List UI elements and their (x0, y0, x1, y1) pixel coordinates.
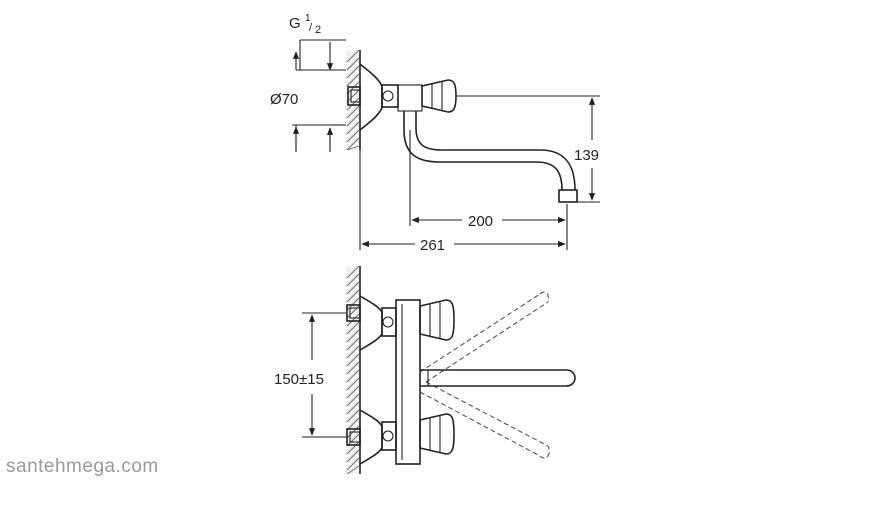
side-view: G 1 / 2 Ø70 139 200 (270, 13, 600, 254)
wall-hatch-line (346, 337, 360, 351)
reach-inner-label: 200 (468, 213, 493, 230)
svg-text:/: / (309, 22, 313, 34)
wall-hatch-line (346, 329, 360, 343)
wall-hatch-line (346, 49, 360, 63)
wall-hatch-line (346, 417, 360, 431)
wall-hatch-line (346, 409, 360, 423)
wall-hatch-line (346, 377, 360, 391)
wall-hatch-line (346, 385, 360, 399)
mixer-body (395, 299, 421, 465)
wall-hatch-line (346, 65, 360, 79)
spout-swing-down (419, 381, 550, 459)
wall-hatch-line (346, 89, 360, 103)
wall-hatch-line (346, 361, 360, 375)
wall-hatch-line (346, 449, 360, 463)
spacing-label: 150±15 (274, 371, 324, 388)
wall-hatch-line (346, 113, 360, 127)
rosette (359, 63, 383, 131)
wall-hatch-line (346, 401, 360, 415)
reach-outer-dimension: 261 (359, 150, 566, 254)
wall-hatch-line (346, 121, 360, 135)
handle (421, 79, 457, 113)
lower-valve (346, 409, 455, 465)
wall-hatch-line (346, 289, 360, 303)
wall-hatch-line (346, 313, 360, 327)
wall-hatch-line (346, 465, 360, 475)
spout-front (420, 369, 576, 387)
thread-dimension: G 1 / 2 (289, 13, 346, 152)
thread-numerator: 1 (305, 13, 311, 24)
thread-label: G (289, 15, 301, 32)
wall-hatch-line (346, 145, 360, 151)
wall-hatch-line (346, 265, 360, 279)
wall-hatch-line (346, 129, 360, 143)
wall-hatch-line (346, 369, 360, 383)
front-view: 150±15 (274, 265, 576, 475)
wall-hatch-line (346, 105, 360, 119)
wall-hatch-line (346, 393, 360, 407)
wall-hatch-line (346, 457, 360, 471)
watermark: santehmega.com (6, 456, 159, 477)
reach-outer-label: 261 (420, 237, 445, 254)
wall-hatch-line (346, 137, 360, 151)
upper-valve (346, 295, 455, 351)
wall-hatch-line (346, 73, 360, 87)
wall-hatch-line (346, 81, 360, 95)
reach-inner-dimension: 200 (409, 130, 568, 250)
wall-hatch-line (346, 353, 360, 367)
wall-hatch-line (346, 441, 360, 455)
valve-body (381, 84, 399, 108)
height-label: 139 (574, 147, 599, 164)
diameter-dimension: Ø70 (270, 51, 330, 152)
wall-hatch-line (346, 321, 360, 335)
wall-hatch-line (346, 345, 360, 359)
wall-hatch-line (346, 57, 360, 71)
wall-hatch-line (346, 433, 360, 447)
spout-swing-up (419, 291, 549, 383)
wall-hatch-line (346, 273, 360, 287)
spacing-dimension: 150±15 (274, 312, 346, 438)
thread-denominator: 2 (315, 24, 321, 36)
spout (403, 111, 578, 203)
diameter-label: Ø70 (270, 91, 298, 108)
wall-hatch-line (346, 97, 360, 111)
wall-hatch-line (346, 297, 360, 311)
wall-hatch-line (346, 281, 360, 295)
height-dimension: 139 (456, 95, 600, 203)
wall-bottom (346, 265, 361, 475)
